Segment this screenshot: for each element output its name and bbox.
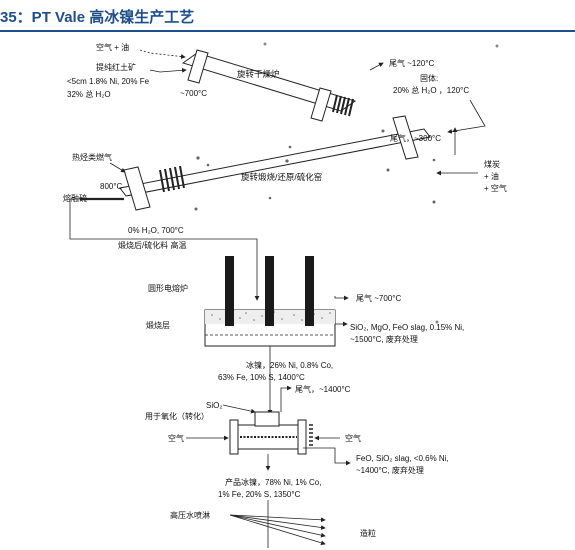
kiln-decor-dots [194, 129, 436, 211]
kiln-output-conditions: 0% H₂O, 700°C [128, 226, 184, 235]
water-spray-label: 高压水喷淋 [170, 510, 210, 520]
converter [229, 411, 313, 455]
kiln-oil-input: + 油 [484, 171, 499, 181]
dryer-solid-label: 固体: [420, 73, 438, 83]
product-composition-2: 1% Fe, 20% S, 1350°C [218, 490, 301, 499]
kiln-flow-arrows [69, 127, 478, 301]
kiln-coal-input: 煤炭 [484, 159, 500, 169]
marker-dot [435, 320, 439, 324]
converter-slag-disposal: ~1400°C, 废弃处理 [356, 465, 424, 475]
header-rule [0, 30, 575, 32]
matte-composition-1: 冰镍，26% Ni, 0.8% Co, [246, 360, 333, 370]
granulation-label: 造粒 [360, 528, 376, 538]
dryer-ore-composition: <5cm 1.8% Ni, 20% Fe [67, 77, 150, 86]
matte-composition-2: 63% Fe, 10% S, 1400°C [218, 373, 305, 382]
converter-exhaust: 尾气，~1400°C [295, 384, 351, 394]
dryer-inlet-temp: ~700°C [180, 89, 207, 98]
kiln-gas-input: 热烃类燃气 [72, 152, 112, 162]
kiln-temp: 800°C [100, 182, 123, 191]
furnace-layer-label: 煅烧层 [146, 320, 170, 330]
marker-dot [495, 44, 499, 48]
dryer-fuel-input: 空气 + 油 [96, 42, 129, 52]
dryer-ore-water: 32% 总 H₂O [67, 89, 111, 99]
converter-slag-composition: FeO, SiO₂ slag, <0.6% Ni, [356, 454, 449, 463]
kiln-sulfur-input: 熔融硫 [63, 193, 87, 203]
converter-air-left: 空气 [168, 433, 184, 443]
dryer-flow-arrows [139, 49, 486, 134]
rotary-dryer: 旋转干燥炉 [181, 49, 357, 122]
kiln-output-material: 煅烧后/硫化料 高温 [118, 240, 186, 250]
rotary-kiln: 旋转煅烧/还原/硫化窑 [119, 115, 431, 211]
furnace-label: 圆形电熔炉 [148, 283, 188, 293]
converter-flow-arrows [186, 385, 351, 471]
kiln-exhaust: 尾气，~300°C [390, 133, 441, 143]
granulation-arrows [229, 500, 326, 548]
converter-sio2-input: SiO₂ [206, 401, 222, 410]
kiln-label: 旋转煅烧/还原/硫化窑 [241, 172, 322, 182]
dryer-exhaust: 尾气 ~120°C [389, 58, 434, 68]
marker-dot [263, 42, 267, 46]
dryer-label: 旋转干燥炉 [237, 69, 280, 79]
figure-title: 35：PT Vale 高冰镍生产工艺 [0, 9, 195, 26]
product-composition-1: 产品冰镍，78% Ni, 1% Co, [225, 477, 321, 487]
kiln-air-input: + 空气 [484, 183, 507, 193]
furnace-slag-composition: SiO₂, MgO, FeO slag, 0.15% Ni, [350, 323, 464, 332]
converter-label: 用于氧化（转化） [145, 411, 209, 421]
dryer-solid-output: 20% 总 H₂O ，120°C [393, 85, 469, 95]
electric-furnace [204, 256, 336, 347]
furnace-flow-arrows [267, 295, 349, 415]
furnace-exhaust: 尾气 ~700°C [356, 293, 401, 303]
header: 35：PT Vale 高冰镍生产工艺 [0, 0, 575, 32]
dryer-ore-input: 提纯红土矿 [96, 62, 136, 72]
converter-air-right: 空气 [345, 433, 361, 443]
furnace-slag-disposal: ~1500°C, 废弃处理 [350, 334, 418, 344]
